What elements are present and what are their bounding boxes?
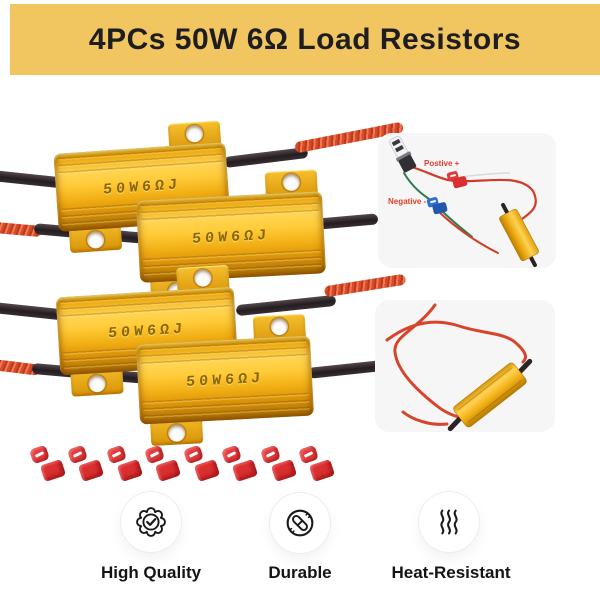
mounting-hole bbox=[270, 317, 289, 336]
positive-label: Postive + bbox=[424, 159, 460, 168]
splice-connector bbox=[28, 444, 67, 482]
mounting-hole bbox=[185, 124, 204, 143]
quality-badge-icon bbox=[136, 507, 166, 537]
splice-connector bbox=[259, 444, 298, 482]
wire-black-lead bbox=[307, 360, 383, 379]
blue-splice-connector-icon bbox=[426, 197, 448, 215]
mounting-hole bbox=[167, 424, 186, 443]
wire-black-lead bbox=[315, 213, 379, 230]
splice-connector bbox=[182, 444, 221, 482]
feature-label-durable: Durable bbox=[268, 563, 332, 582]
splice-connector bbox=[66, 444, 105, 482]
resistor-photo-inset bbox=[375, 300, 555, 432]
positive-wire bbox=[410, 165, 537, 221]
splice-connector bbox=[297, 444, 336, 482]
feature-durable bbox=[270, 493, 330, 553]
red-wire-loop bbox=[401, 410, 449, 426]
resistor-marking: 50W6ΩJ bbox=[191, 226, 271, 248]
splice-connector bbox=[220, 444, 259, 482]
splice-connector bbox=[105, 444, 144, 482]
tap-wire bbox=[459, 172, 511, 178]
resistor-body: 50W6ΩJ bbox=[136, 335, 314, 425]
red-wire-loop bbox=[393, 303, 469, 421]
mounting-hole bbox=[282, 173, 301, 192]
diagram-resistor bbox=[499, 202, 539, 268]
negative-label: Negative - bbox=[388, 197, 427, 206]
wiring-diagram-inset: Postive + Negative - bbox=[378, 133, 556, 268]
resistor-marking: 50W6ΩJ bbox=[107, 320, 187, 342]
resistor-marking: 50W6ΩJ bbox=[102, 175, 182, 199]
heatsink-fins bbox=[143, 249, 322, 279]
heatsink-fins bbox=[142, 392, 310, 421]
resistor-unit-4: 50W6ΩJ bbox=[136, 313, 314, 446]
photo-resistor bbox=[447, 358, 533, 432]
title-banner: 4PCs 50W 6Ω Load Resistors bbox=[10, 4, 600, 75]
wiring-diagram-graphic bbox=[389, 135, 539, 268]
heatsink-fins bbox=[140, 339, 308, 368]
mounting-hole bbox=[86, 230, 105, 249]
red-wire-loop bbox=[385, 320, 527, 364]
mounting-hole bbox=[193, 268, 212, 287]
durable-link-icon bbox=[286, 509, 314, 537]
page-title: 4PCs 50W 6Ω Load Resistors bbox=[88, 22, 522, 56]
resistor-body: 50W6ΩJ bbox=[135, 191, 327, 283]
wire-red bbox=[323, 273, 407, 298]
resistor-marking: 50W6ΩJ bbox=[185, 369, 265, 391]
red-splice-connector-icon bbox=[446, 171, 468, 189]
heatsink-fins bbox=[57, 146, 223, 177]
resistor-unit-2: 50W6ΩJ bbox=[135, 169, 327, 305]
heatsink-fins bbox=[60, 290, 231, 320]
negative-red-wire bbox=[437, 210, 499, 254]
feature-heat-resistant bbox=[419, 492, 479, 552]
heat-waves-icon bbox=[440, 509, 458, 535]
heatsink-fins bbox=[140, 195, 319, 225]
resistor-photo-graphic bbox=[385, 303, 533, 432]
feature-high-quality bbox=[121, 492, 181, 552]
splice-connector bbox=[143, 444, 182, 482]
feature-label-heat-resistant: Heat-Resistant bbox=[391, 563, 511, 582]
wire-black-lead bbox=[235, 294, 337, 317]
mounting-hole bbox=[88, 374, 107, 393]
feature-label-high-quality: High Quality bbox=[100, 563, 202, 582]
led-bulb-icon bbox=[389, 135, 417, 173]
